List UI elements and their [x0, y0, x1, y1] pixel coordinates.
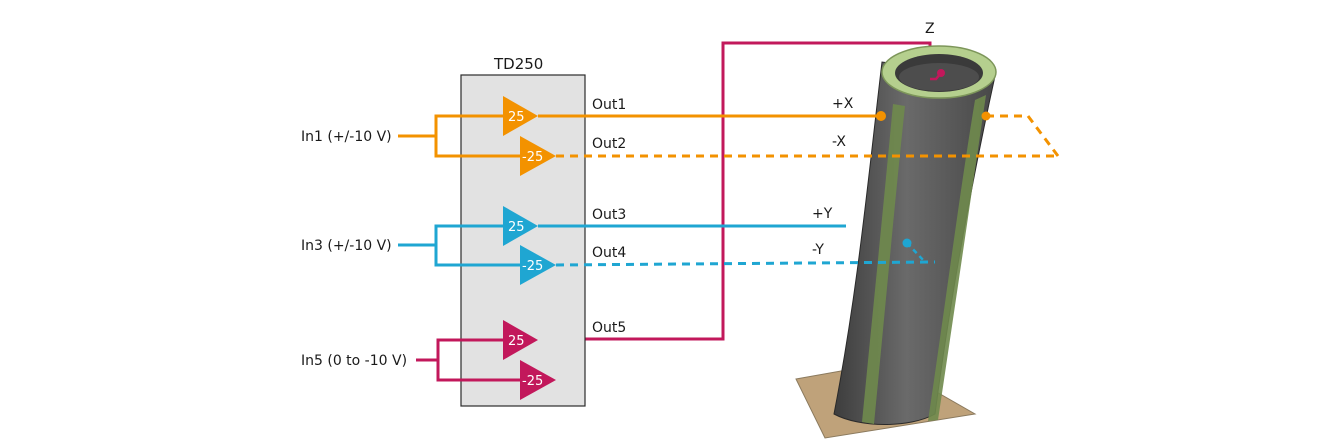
amp-x-positive-gain: 25 — [508, 110, 525, 125]
electrode-label-plus-x: +X — [832, 96, 854, 112]
output-label-out1: Out1 — [592, 97, 626, 113]
minus-x-contact — [981, 111, 991, 121]
electrode-label-z: Z — [925, 21, 935, 37]
amp-x-negative-gain: -25 — [522, 150, 543, 165]
electrode-stripe-right — [928, 95, 986, 421]
output-label-out4: Out4 — [592, 245, 626, 261]
amplifier-box — [460, 74, 586, 407]
output-label-out3: Out3 — [592, 207, 626, 223]
amp-x-positive — [503, 96, 538, 136]
amplifier-title: TD250 — [493, 55, 543, 73]
in3-split — [434, 224, 520, 267]
in1-split — [434, 114, 520, 158]
x-channel — [398, 96, 1060, 176]
amp-y-positive-gain: 25 — [508, 220, 525, 235]
input-label-in1: In1 (+/-10 V) — [301, 129, 392, 145]
amp-z-positive — [503, 320, 538, 360]
minus-x-back-lead — [986, 114, 1060, 157]
input-label-in3: In3 (+/-10 V) — [301, 238, 392, 254]
amp-z-negative — [520, 360, 556, 400]
input-label-in5: In5 (0 to -10 V) — [301, 353, 407, 369]
amp-z-negative-gain: -25 — [522, 374, 543, 389]
amp-z-positive-gain: 25 — [508, 334, 525, 349]
electrode-label-minus-y: -Y — [812, 242, 824, 258]
in5-split — [436, 338, 520, 382]
plus-x-contact — [876, 111, 886, 121]
electrode-label-minus-x: -X — [832, 134, 846, 150]
z-inner-dot — [937, 69, 945, 77]
output-label-out5: Out5 — [592, 320, 626, 336]
amp-x-negative — [520, 136, 556, 176]
minus-y-contact — [902, 238, 912, 248]
z-channel — [416, 320, 556, 400]
amp-y-negative — [520, 245, 556, 285]
electrode-label-plus-y: +Y — [812, 206, 833, 222]
amp-y-negative-gain: -25 — [522, 259, 543, 274]
electrode-stripe-left — [862, 104, 905, 424]
out4-wire — [555, 260, 936, 267]
y-channel — [398, 206, 936, 285]
amp-y-positive — [503, 206, 538, 246]
output-label-out2: Out2 — [592, 136, 626, 152]
